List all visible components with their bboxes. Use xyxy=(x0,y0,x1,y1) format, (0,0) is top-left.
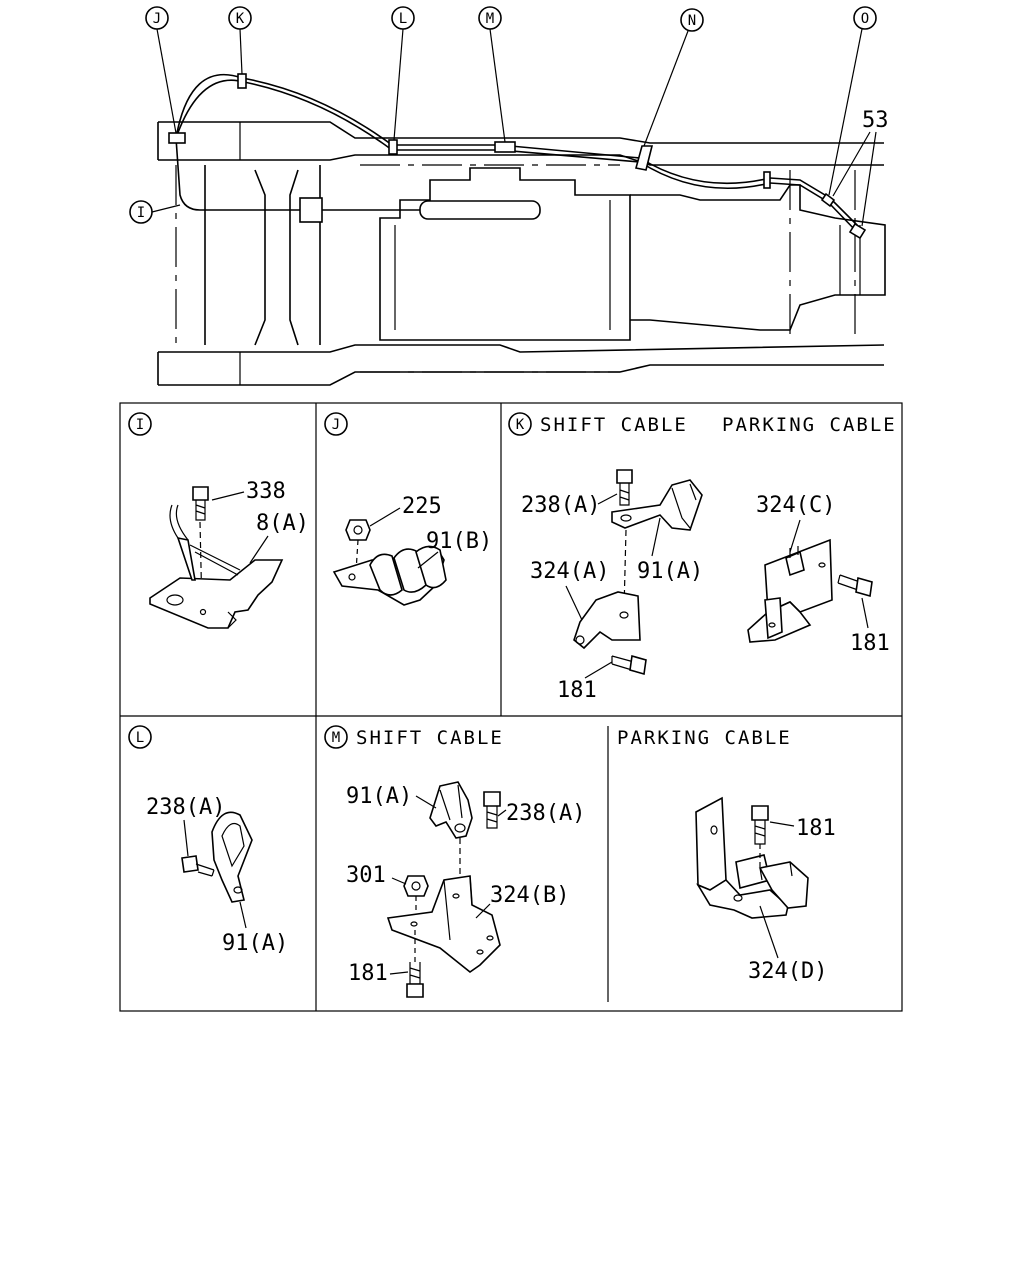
panel-L: L 238(A) 91(A) xyxy=(128,725,288,956)
part-324A-label: 324(A) xyxy=(530,559,609,584)
callout-letter: J xyxy=(153,11,161,27)
part-324B-label: 324(B) xyxy=(490,883,569,908)
callout-letter: O xyxy=(861,11,869,27)
callout-N: N xyxy=(643,8,704,147)
parking-cable-title: PARKING CABLE xyxy=(617,727,792,749)
callout-letter: N xyxy=(688,13,696,29)
panel-letter: K xyxy=(516,417,525,433)
part-324D-label: 324(D) xyxy=(748,959,827,984)
callout-K: K xyxy=(228,6,252,75)
part-91A-label: 91(A) xyxy=(346,784,412,809)
part-238A-label: 238(A) xyxy=(521,493,600,518)
chassis-overview xyxy=(157,121,886,386)
callout-I: I xyxy=(129,200,181,224)
panel-M: M SHIFT CABLE 91(A) 238(A) 301 324(B) 18… xyxy=(324,725,585,998)
panel-letter: M xyxy=(332,730,340,746)
shift-cable-title: SHIFT CABLE xyxy=(356,727,504,749)
part-301-label: 301 xyxy=(346,863,386,888)
callout-L: L xyxy=(391,6,415,141)
part-324C-label: 324(C) xyxy=(756,493,835,518)
part-225-label: 225 xyxy=(402,494,442,519)
callout-letter: K xyxy=(236,11,245,27)
panel-K: K SHIFT CABLE PARKING CABLE 238(A) 91(A)… xyxy=(508,412,897,703)
part-181-parking-label: 181 xyxy=(850,631,890,656)
part-91A-label: 91(A) xyxy=(222,931,288,956)
panel-letter: I xyxy=(136,417,144,433)
callout-J: J xyxy=(145,6,177,134)
panel-I: I 338 8(A) xyxy=(128,412,309,629)
panel-letter: J xyxy=(332,417,340,433)
part-238A-label: 238(A) xyxy=(146,795,225,820)
part-238A-label: 238(A) xyxy=(506,801,585,826)
detail-grid xyxy=(119,402,903,1012)
callout-O: O xyxy=(828,6,877,196)
label-53: 53 xyxy=(832,108,889,227)
parking-cable-title: PARKING CABLE xyxy=(722,414,897,436)
cable-routing xyxy=(168,73,867,240)
part-91A-label: 91(A) xyxy=(637,559,703,584)
panel-J: J 225 91(B) xyxy=(324,412,492,606)
panel-letter: L xyxy=(136,730,144,746)
part-338-label: 338 xyxy=(246,479,286,504)
part-181-shift-label: 181 xyxy=(557,678,597,703)
part-91B-label: 91(B) xyxy=(426,529,492,554)
part-181-label: 181 xyxy=(348,961,388,986)
part-8A-label: 8(A) xyxy=(256,511,309,536)
callout-letter: L xyxy=(399,11,407,27)
callout-M: M xyxy=(478,6,506,143)
shift-cable-title: SHIFT CABLE xyxy=(540,414,688,436)
panel-parking: PARKING CABLE 181 324(D) xyxy=(617,727,836,984)
callout-letter: I xyxy=(137,205,145,221)
part-53-label: 53 xyxy=(862,108,889,133)
part-181-label: 181 xyxy=(796,816,836,841)
callout-letter: M xyxy=(486,11,494,27)
